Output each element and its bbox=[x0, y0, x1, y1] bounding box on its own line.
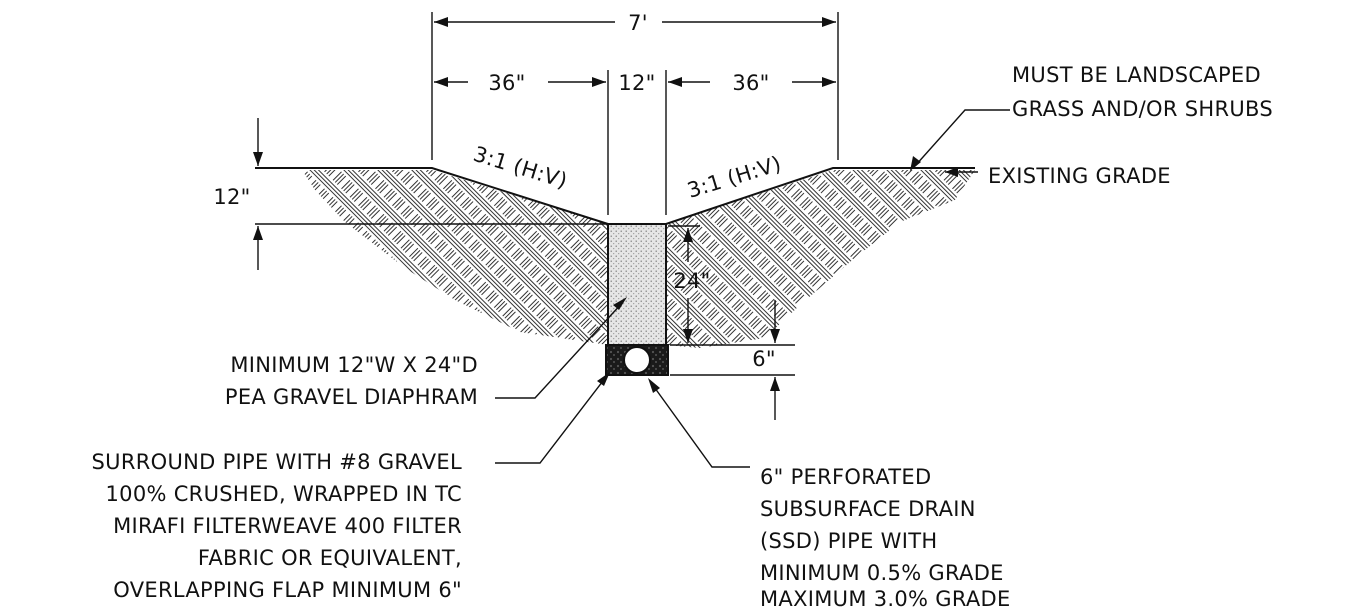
arrow-leader-landscape bbox=[910, 156, 921, 171]
soil-hatch-right bbox=[666, 170, 975, 348]
leader-pipe bbox=[651, 383, 750, 468]
arrow-left-slope-l bbox=[434, 77, 448, 87]
note-pipe-line5: MAXIMUM 3.0% GRADE bbox=[760, 587, 1011, 611]
arrow-leader-diaphragm bbox=[613, 297, 627, 310]
dim-right-slope-width: 36" bbox=[732, 71, 769, 95]
note-pipe-line1: 6" PERFORATED bbox=[760, 465, 931, 489]
leader-surround bbox=[495, 376, 607, 464]
arrow-right-slope-l bbox=[668, 77, 682, 87]
arrow-leader-pipe bbox=[648, 378, 660, 393]
arrow-overall-left bbox=[434, 17, 448, 27]
note-landscape-line1: MUST BE LANDSCAPED bbox=[1012, 63, 1261, 87]
arrow-left-slope-r bbox=[592, 77, 606, 87]
leader-diaphragm bbox=[495, 301, 624, 399]
arrow-existing-grade bbox=[945, 167, 958, 177]
arrow-leader-surround bbox=[597, 372, 610, 386]
note-surround-line1: SURROUND PIPE WITH #8 GRAVEL bbox=[92, 450, 462, 474]
note-surround-line3: MIRAFI FILTERWEAVE 400 FILTER bbox=[113, 514, 462, 538]
leader-landscape bbox=[914, 109, 1010, 167]
note-pipe-line3: (SSD) PIPE WITH bbox=[760, 529, 937, 553]
arrow-swale-depth-top bbox=[253, 152, 263, 166]
note-diaphragm-line1: MINIMUM 12"W X 24"D bbox=[230, 353, 478, 377]
note-diaphragm-line2: PEA GRAVEL DIAPHRAM bbox=[225, 385, 478, 409]
pea-gravel-diaphragm bbox=[607, 223, 667, 346]
arrow-overall-right bbox=[822, 17, 836, 27]
dim-left-slope-width: 36" bbox=[488, 71, 525, 95]
note-pipe-line4: MINIMUM 0.5% GRADE bbox=[760, 561, 1004, 585]
note-landscape-line2: GRASS AND/OR SHRUBS bbox=[1012, 97, 1273, 121]
note-surround-line4: FABRIC OR EQUIVALENT, bbox=[198, 546, 462, 570]
ground-profile-left bbox=[255, 167, 609, 225]
arrow-diaphragm-top bbox=[683, 228, 693, 242]
note-surround-line2: 100% CRUSHED, WRAPPED IN TC bbox=[106, 482, 463, 506]
arrow-bed-top bbox=[770, 329, 780, 343]
perforated-pipe bbox=[623, 346, 651, 374]
dim-overall-width: 7' bbox=[628, 11, 648, 35]
note-existing-grade: EXISTING GRADE bbox=[988, 164, 1171, 188]
arrow-swale-depth-bottom bbox=[253, 226, 263, 240]
note-pipe-line2: SUBSURFACE DRAIN bbox=[760, 497, 976, 521]
dim-swale-depth: 12" bbox=[213, 185, 250, 209]
note-surround-line5: OVERLAPPING FLAP MINIMUM 6" bbox=[113, 578, 462, 602]
soil-hatch-left bbox=[302, 170, 608, 345]
arrow-right-slope-r bbox=[822, 77, 836, 87]
dim-pipe-bed-depth: 6" bbox=[752, 347, 776, 371]
dim-diaphragm-depth: 24" bbox=[673, 269, 710, 293]
dim-trench-width: 12" bbox=[618, 71, 655, 95]
ground-profile-right bbox=[665, 167, 975, 225]
arrow-diaphragm-bottom bbox=[683, 329, 693, 343]
arrow-bed-bottom bbox=[770, 377, 780, 391]
